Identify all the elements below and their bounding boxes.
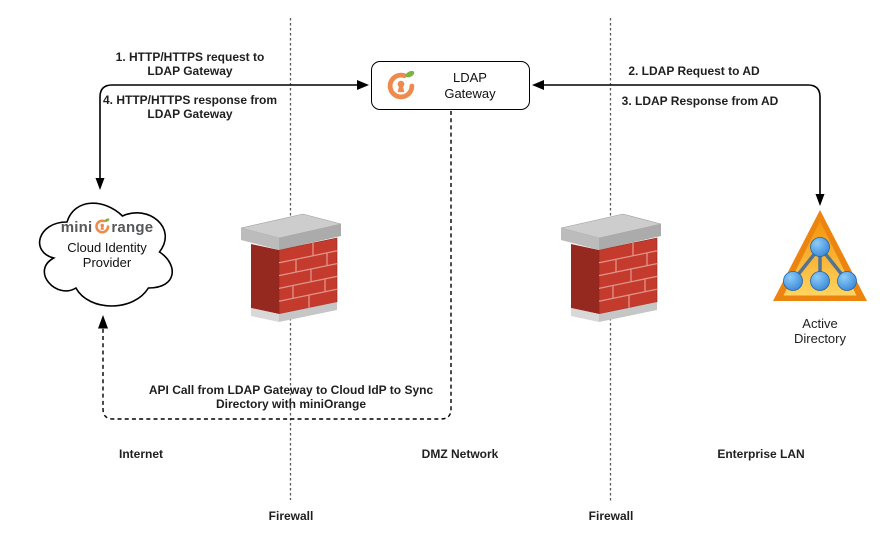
cloud-shape xyxy=(38,202,174,307)
edge-label-api-call: API Call from LDAP Gateway to Cloud IdP … xyxy=(148,383,434,411)
arrowhead-up-icon xyxy=(98,315,108,329)
miniorange-logo-icon xyxy=(94,218,111,234)
edge-label-ldap-request: 2. LDAP Request to AD xyxy=(628,64,760,78)
arrowhead-down-icon xyxy=(815,194,825,206)
active-directory-label: Active Directory xyxy=(793,316,846,346)
ldap-connector xyxy=(532,80,825,206)
miniorange-logo: mini range xyxy=(61,218,154,236)
ldap-gateway-node: LDAP Gateway xyxy=(371,61,530,110)
firewall-icon xyxy=(240,213,342,323)
edge-label-http-request: 1. HTTP/HTTPS request to LDAP Gateway xyxy=(115,50,265,78)
logo-text-range: range xyxy=(111,218,154,236)
zone-label-dmz: DMZ Network xyxy=(421,447,499,461)
firewall-icon xyxy=(560,213,662,323)
active-directory-icon xyxy=(773,210,867,301)
ldap-gateway-label: LDAP Gateway xyxy=(444,69,496,101)
firewall-label-right: Firewall xyxy=(588,509,634,523)
logo-text-mini: mini xyxy=(60,218,93,236)
firewall-label-left: Firewall xyxy=(268,509,314,523)
cloud-identity-provider-label: Cloud Identity Provider xyxy=(67,240,147,270)
zone-label-internet: Internet xyxy=(118,447,164,461)
arrowhead-right-icon xyxy=(357,80,369,90)
zone-label-enterprise-lan: Enterprise LAN xyxy=(717,447,805,461)
api-call-connector xyxy=(98,111,452,420)
arrowhead-left-icon xyxy=(532,80,544,90)
edge-label-http-response: 4. HTTP/HTTPS response from LDAP Gateway xyxy=(102,93,278,121)
http-connector xyxy=(95,80,369,190)
miniorange-logo-icon xyxy=(385,70,417,102)
edge-label-ldap-response: 3. LDAP Response from AD xyxy=(621,94,779,108)
arrowhead-down-icon xyxy=(95,178,105,190)
